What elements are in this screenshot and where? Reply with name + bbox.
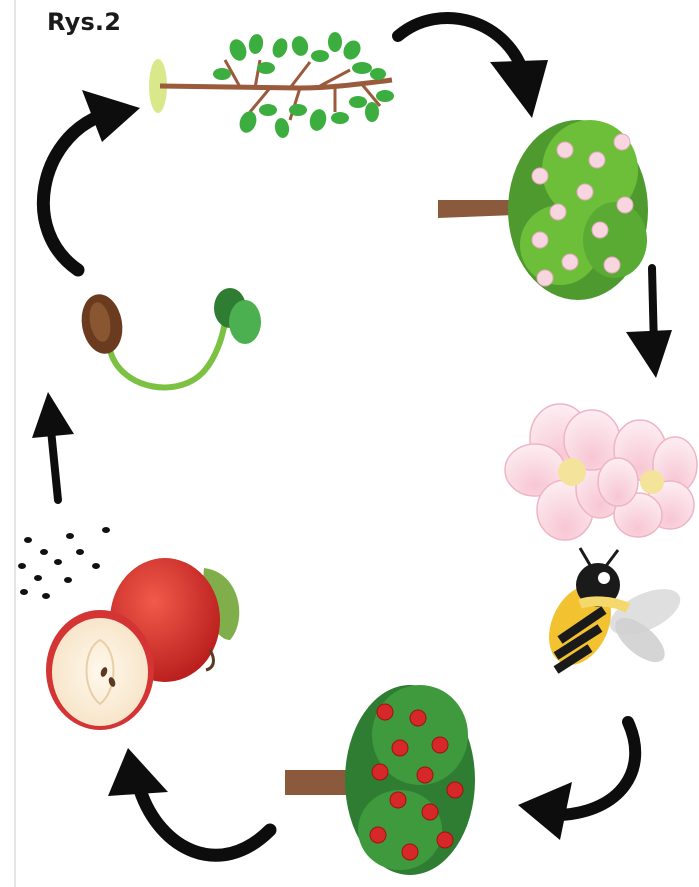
bee-icon xyxy=(537,548,687,675)
apple-tree-icon xyxy=(285,685,475,875)
seeds-icon xyxy=(18,527,110,599)
arrow-icon xyxy=(398,18,548,118)
blossom-tree-icon xyxy=(438,120,648,300)
sapling-icon xyxy=(149,32,394,139)
apple-icon xyxy=(46,558,239,730)
arrow-icon xyxy=(32,392,74,500)
arrow-icon xyxy=(43,90,140,270)
arrow-icon xyxy=(626,268,672,378)
flower-icon xyxy=(505,404,697,540)
arrow-icon xyxy=(108,748,270,855)
arrow-icon xyxy=(518,722,635,840)
seed-sprout-icon xyxy=(77,288,261,387)
